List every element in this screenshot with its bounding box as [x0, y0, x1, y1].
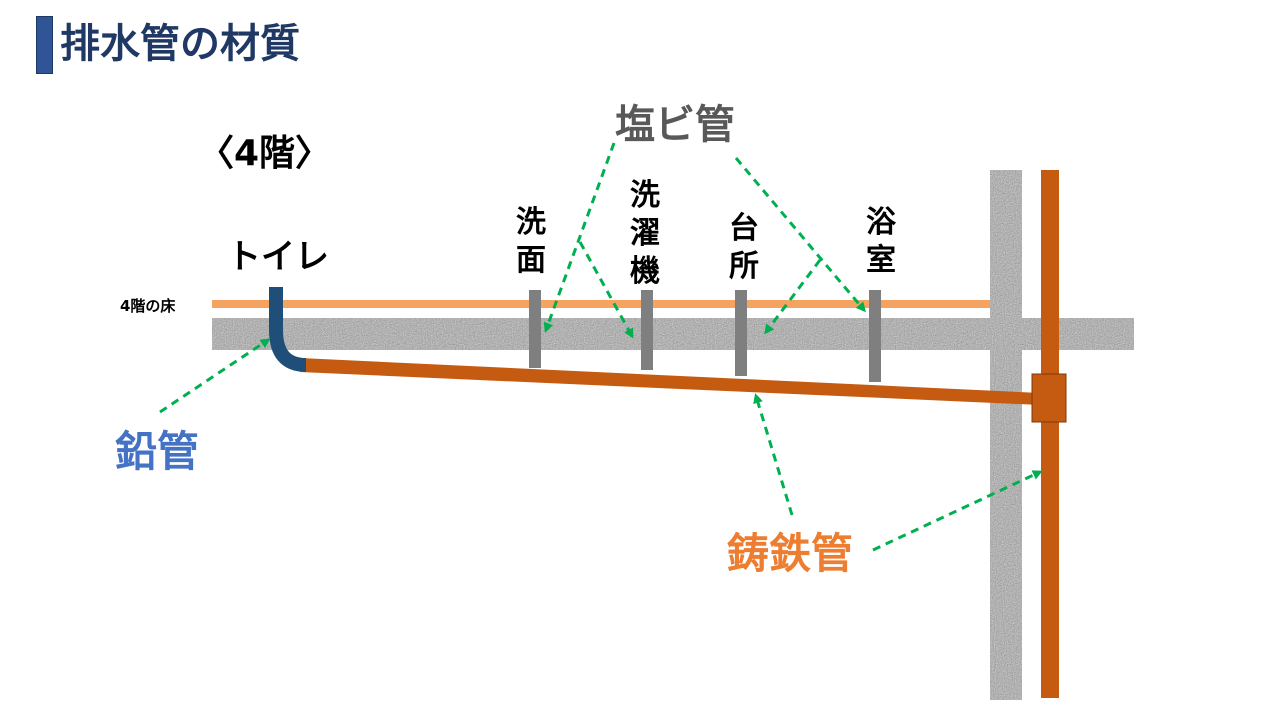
- lead-material-label: 鉛管: [115, 427, 199, 476]
- annotation-arrows: [159, 142, 1043, 552]
- washbasin-label-2: 面: [516, 243, 546, 278]
- cast-iron-joint: [1031, 373, 1067, 423]
- floor-line: [212, 300, 990, 308]
- arrow-pvc-kitchen: [764, 259, 822, 335]
- kitchen-label-2: 所: [729, 249, 759, 284]
- pvc-material-label: 塩ビ管: [615, 102, 735, 148]
- bathroom-label-1: 浴: [866, 205, 897, 240]
- arrow-cast-iron-horizontal: [753, 393, 794, 516]
- pvc-pipe-kitchen: [735, 290, 747, 376]
- concrete-wall: [990, 170, 1022, 700]
- kitchen-label-1: 台: [729, 211, 759, 246]
- washing-machine-label-2: 濯: [630, 216, 660, 251]
- washing-machine-label-1: 洗: [630, 178, 660, 213]
- pvc-pipe-bathroom: [869, 290, 881, 382]
- arrow-pvc-bathroom: [734, 157, 866, 313]
- cast-iron-material-label: 鋳鉄管: [727, 529, 853, 578]
- toilet-label: トイレ: [227, 237, 329, 277]
- pvc-pipe-washing-machine: [641, 290, 653, 370]
- washbasin-label-1: 洗: [516, 205, 546, 240]
- arrow-pvc-washing-machine: [578, 241, 634, 339]
- arrow-lead: [159, 338, 271, 414]
- cast-iron-horizontal-pipe: [300, 358, 1040, 405]
- pvc-pipe-washbasin: [529, 290, 541, 368]
- page-title: 排水管の材質: [60, 21, 300, 67]
- washing-machine-label-3: 機: [630, 254, 660, 289]
- floor-heading: 〈4階〉: [198, 133, 331, 174]
- lead-pipe: [269, 287, 307, 372]
- floor-line-label: 4階の床: [120, 297, 176, 315]
- cast-iron-vertical-stack: [1041, 170, 1059, 698]
- bathroom-label-2: 室: [866, 243, 896, 278]
- title-accent-bar: [36, 16, 53, 74]
- arrow-pvc-washbasin: [543, 142, 616, 333]
- arrow-cast-iron-stack: [872, 470, 1043, 552]
- concrete-slab: [212, 318, 1134, 350]
